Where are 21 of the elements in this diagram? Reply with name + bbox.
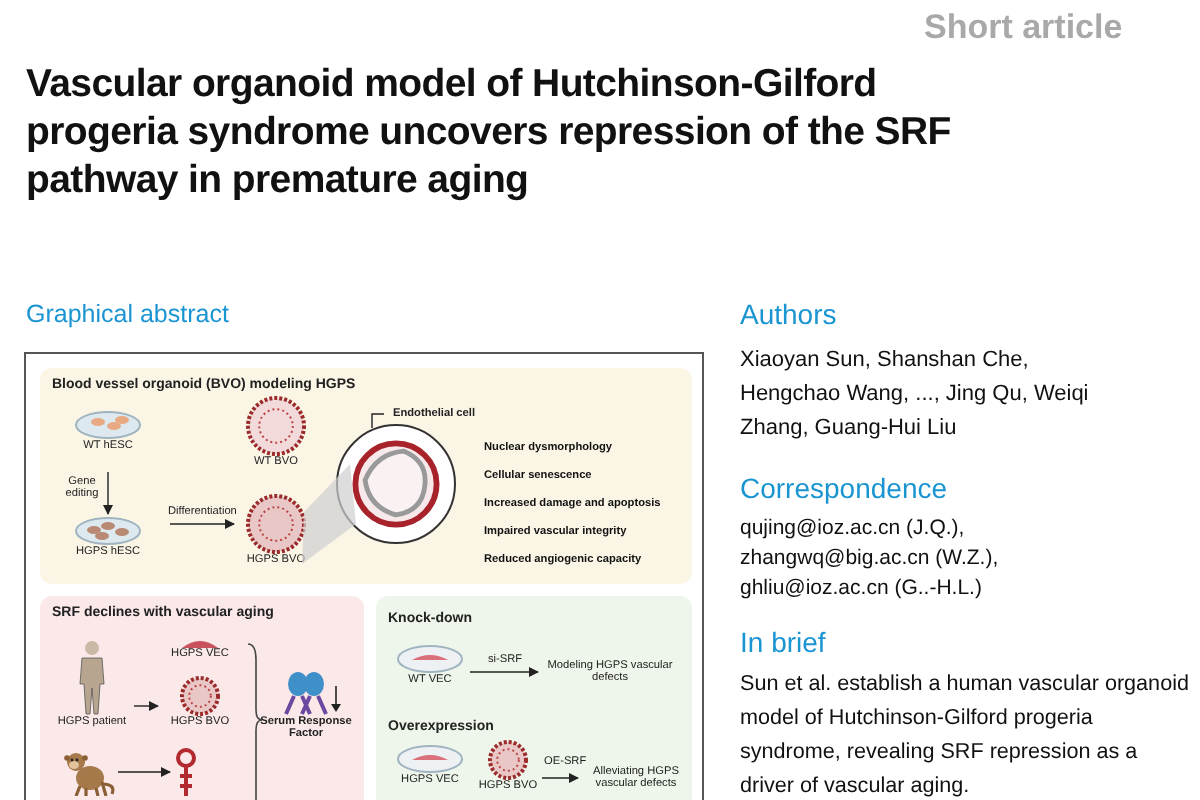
summary-text: Sun et al. establish a human vascular organoid model of Hutchinson-Gilford progeria syndrome, revealing SRF repression as a driver of vascular aging. xyxy=(740,670,1191,800)
leader-line xyxy=(371,413,385,429)
email-text: zhangwq@big.ac.cn (W.Z.), xyxy=(740,546,999,572)
panel-background xyxy=(40,596,364,800)
email-text: ghliu@ioz.ac.cn (G..-H.L.) xyxy=(740,576,982,602)
author-list: Xiaoyan Sun, Shanshan Che, Hengchao Wang, ..., Jing Qu, Weiqi Zhang, Guang-Hui Liu xyxy=(740,344,1120,446)
section-heading: Authors xyxy=(740,298,837,332)
arrow xyxy=(469,667,539,677)
email-text: qujing@ioz.ac.cn (J.Q.), xyxy=(740,516,965,542)
arrow xyxy=(117,767,171,777)
panel-background xyxy=(376,596,692,800)
arrow xyxy=(133,701,159,711)
arrow xyxy=(169,519,235,529)
section-heading: In brief xyxy=(740,626,826,660)
article-title: Vascular organoid model of Hutchinson-Gilford progeria syndrome uncovers repression of the SRF pathway in premature aging xyxy=(26,60,953,204)
panel-background xyxy=(40,368,692,584)
arrow xyxy=(541,773,579,783)
section-heading: Graphical abstract xyxy=(26,300,229,330)
section-heading: Correspondence xyxy=(740,472,948,506)
article-type-label: Short article xyxy=(924,8,1123,49)
arrow xyxy=(103,471,113,515)
